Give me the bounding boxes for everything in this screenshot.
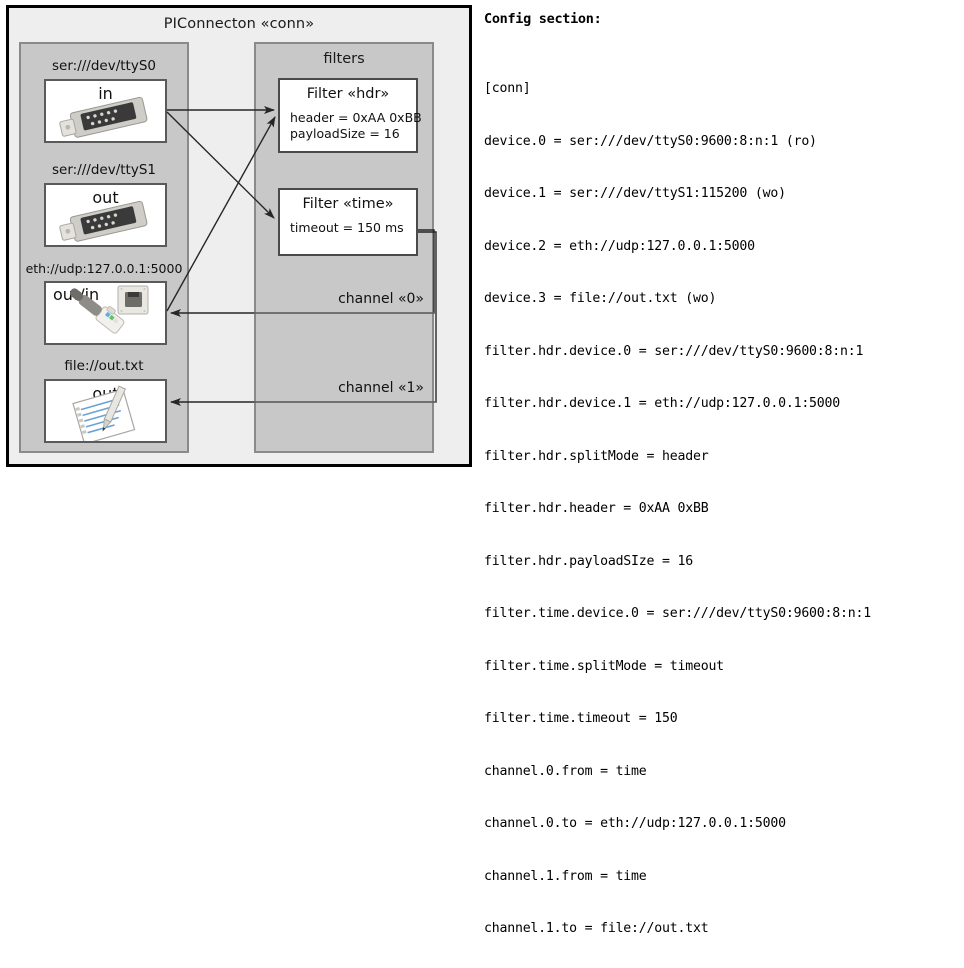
filter-node-hdr[interactable]: Filter «hdr» header = 0xAA 0xBB payloadS… (278, 78, 422, 153)
channel-label-0: channel «0» (338, 291, 424, 307)
config-line: channel.1.from = time (484, 868, 647, 884)
text-document-icon (72, 385, 136, 441)
device-label-ttyS0: ser:///dev/ttyS0 (52, 58, 156, 74)
config-line: device.3 = file://out.txt (wo) (484, 291, 717, 306)
filter-attr: timeout = 150 ms (290, 220, 404, 235)
filters-group-title: filters (323, 51, 365, 67)
filter-attrs-time: timeout = 150 ms (290, 220, 404, 236)
device-node-file[interactable]: out (44, 379, 167, 443)
filter-title-hdr: Filter «hdr» (306, 86, 390, 102)
config-line: channel.0.to = eth://udp:127.0.0.1:5000 (484, 816, 786, 831)
config-line: filter.hdr.header = 0xAA 0xBB (484, 501, 709, 516)
device-node-ttyS1[interactable]: out (44, 183, 167, 247)
device-node-eth[interactable]: out/in (44, 281, 167, 345)
channel-label-1: channel «1» (338, 380, 424, 396)
config-line: device.1 = ser:///dev/ttyS1:115200 (wo) (484, 186, 786, 201)
config-line: filter.time.timeout = 150 (484, 711, 678, 726)
config-line: [conn] (484, 81, 531, 96)
config-line: filter.hdr.device.0 = ser:///dev/ttyS0:9… (484, 343, 864, 359)
ethernet-jack-icon (69, 285, 149, 334)
device-label-ttyS1: ser:///dev/ttyS1 (52, 162, 156, 178)
filter-attr: payloadSize = 16 (290, 126, 400, 141)
filter-title-time: Filter «time» (302, 196, 394, 212)
config-line: filter.time.splitMode = timeout (484, 658, 724, 674)
config-panel: Config section: [conn] device.0 = ser://… (482, 5, 960, 936)
config-line: filter.hdr.payloadSIze = 16 (484, 553, 693, 569)
serial-port-icon (59, 96, 148, 138)
config-line: device.2 = eth://udp:127.0.0.1:5000 (484, 238, 755, 254)
filter-node-time[interactable]: Filter «time» timeout = 150 ms (278, 188, 418, 256)
config-line: filter.hdr.splitMode = header (484, 448, 709, 464)
device-direction-ttyS0: in (98, 84, 113, 103)
serial-port-icon (59, 200, 148, 242)
config-line: device.0 = ser:///dev/ttyS0:9600:8:n:1 (… (484, 133, 817, 149)
config-line: filter.time.device.0 = ser:///dev/ttyS0:… (484, 606, 871, 621)
device-label-eth: eth://udp:127.0.0.1:5000 (25, 261, 183, 276)
config-heading: Config section: (484, 11, 602, 27)
config-line: channel.0.from = time (484, 763, 647, 779)
config-body[interactable]: [conn] device.0 = ser:///dev/ttyS0:9600:… (484, 45, 871, 968)
config-line: filter.hdr.device.1 = eth://udp:127.0.0.… (484, 396, 841, 411)
device-label-file: file://out.txt (64, 358, 144, 374)
diagram-canvas: PIConnecton «conn» filters ser:///dev/tt… (6, 5, 960, 936)
device-direction-ttyS1: out (92, 188, 119, 207)
device-node-ttyS0[interactable]: in (44, 79, 167, 143)
filter-attrs-hdr: header = 0xAA 0xBB payloadSize = 16 (290, 110, 422, 142)
config-line: channel.1.to = file://out.txt (484, 921, 709, 936)
filter-attr: header = 0xAA 0xBB (290, 110, 422, 125)
connector-title: PIConnecton «conn» (163, 16, 315, 32)
